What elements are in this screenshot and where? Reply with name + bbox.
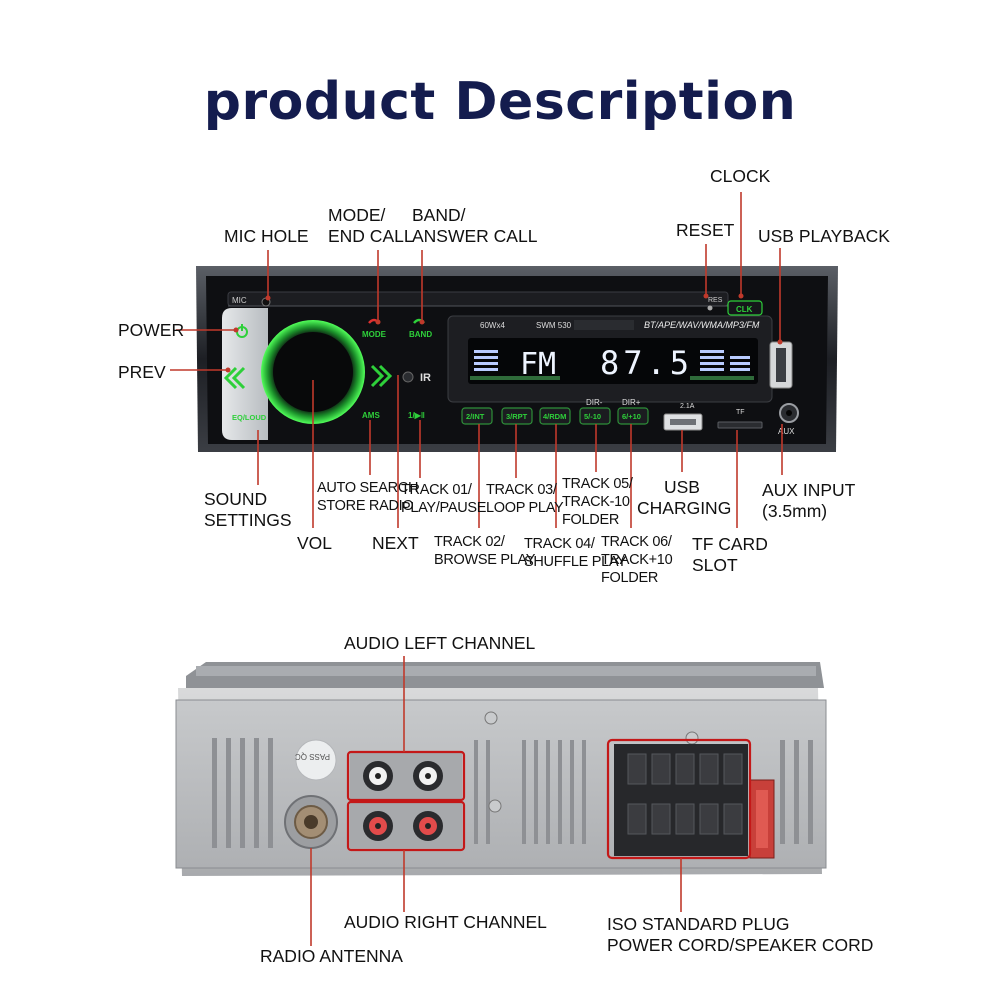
lcd-band: FM bbox=[520, 347, 556, 382]
label-clock: CLOCK bbox=[710, 166, 771, 186]
btn2-text: 2/INT bbox=[466, 412, 485, 421]
tf-text: TF bbox=[736, 409, 745, 416]
label-reset: RESET bbox=[676, 220, 735, 240]
label-track06: TRACK 06/ TRACK+10 FOLDER bbox=[601, 534, 673, 586]
formats-text: BT/APE/WAV/WMA/MP3/FM bbox=[644, 320, 760, 330]
label-mode-end-call: MODE/ END CALL bbox=[328, 205, 414, 246]
label-usb-playback: USB PLAYBACK bbox=[758, 226, 890, 246]
label-sound-settings: SOUND SETTINGS bbox=[204, 489, 292, 530]
btn3-text: 3/RPT bbox=[506, 412, 528, 421]
front-panel-text: MIC RES CLK MODE BAND 60Wx4 SWM 530 BT/A… bbox=[232, 296, 795, 436]
rear-panel bbox=[175, 662, 827, 876]
label-track05: TRACK 05/ TRACK-10 FOLDER bbox=[562, 476, 633, 528]
label-audio-right-channel: AUDIO RIGHT CHANNEL bbox=[344, 912, 547, 932]
front-panel bbox=[196, 266, 838, 452]
label-aux-input: AUX INPUT (3.5mm) bbox=[762, 480, 856, 521]
label-prev: PREV bbox=[118, 362, 166, 382]
label-track04: TRACK 04/ SHUFFLE PLAY bbox=[524, 536, 627, 570]
label-radio-antenna: RADIO ANTENNA bbox=[260, 946, 403, 966]
ir-text: IR bbox=[420, 372, 431, 384]
dir-plus-text: DIR+ bbox=[622, 398, 641, 407]
mic-text: MIC bbox=[232, 296, 247, 305]
ams-text: AMS bbox=[362, 411, 380, 420]
front-pointers bbox=[170, 192, 783, 528]
label-mic-hole: MIC HOLE bbox=[224, 226, 309, 246]
page-title: product Description bbox=[203, 72, 797, 132]
label-band-answer-call: BAND/ ANSWER CALL bbox=[412, 205, 538, 246]
label-track01: TRACK 01/ PLAY/PAUSE bbox=[401, 482, 487, 516]
mode-text: MODE bbox=[362, 330, 387, 339]
dir-minus-text: DIR- bbox=[586, 398, 603, 407]
aux-text: AUX bbox=[778, 427, 795, 436]
label-auto-search: AUTO SEARCH STORE RADIO bbox=[317, 480, 419, 514]
front-pointer-heads bbox=[225, 293, 783, 373]
label-usb-charging: USB CHARGING bbox=[637, 477, 732, 518]
rear-highlight-boxes bbox=[346, 738, 752, 860]
qc-sticker-text: PASS QC bbox=[295, 752, 330, 761]
label-tf-card-slot: TF CARD SLOT bbox=[692, 534, 768, 575]
btn6-text: 6/+10 bbox=[622, 412, 641, 421]
res-text: RES bbox=[708, 297, 723, 304]
btn5-text: 5/-10 bbox=[584, 412, 601, 421]
label-track03: TRACK 03/ LOOP PLAY bbox=[486, 482, 564, 516]
clk-text: CLK bbox=[736, 305, 753, 314]
play-text: 1/▶‖ bbox=[408, 411, 425, 420]
btn4-text: 4/RDM bbox=[543, 412, 566, 421]
rear-pointers bbox=[310, 656, 682, 946]
band-text: BAND bbox=[409, 330, 432, 339]
label-track02: TRACK 02/ BROWSE PLAY bbox=[434, 534, 536, 568]
label-audio-left-channel: AUDIO LEFT CHANNEL bbox=[344, 633, 536, 653]
power-spec-text: 60Wx4 bbox=[480, 321, 505, 330]
lcd-frequency: 87.5 bbox=[600, 344, 693, 382]
model-text: SWM 530 bbox=[536, 321, 572, 330]
label-iso-standard-plug: ISO STANDARD PLUG POWER CORD/SPEAKER COR… bbox=[607, 914, 874, 955]
label-power: POWER bbox=[118, 320, 185, 340]
label-next: NEXT bbox=[372, 533, 419, 553]
usb-current-text: 2.1A bbox=[680, 403, 695, 410]
eq-text: EQ/LOUD bbox=[232, 413, 267, 422]
label-vol: VOL bbox=[297, 533, 333, 553]
